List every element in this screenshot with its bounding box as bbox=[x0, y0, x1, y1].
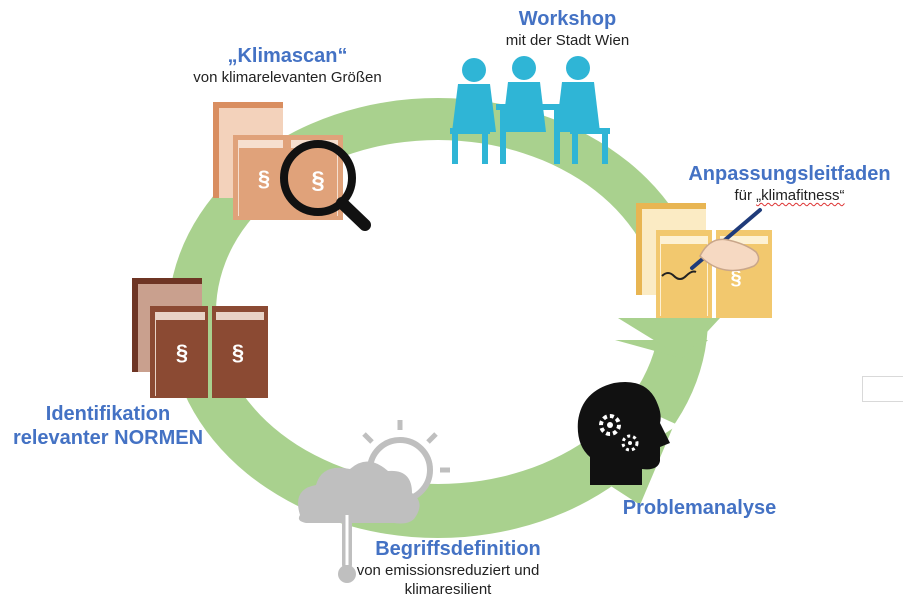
step-title: „Klimascan“ bbox=[227, 45, 348, 67]
book-glyph: § bbox=[232, 340, 244, 365]
book-glyph: § bbox=[730, 267, 741, 289]
law-book-icon: § § bbox=[132, 278, 268, 398]
law-book-pen-icon: § bbox=[636, 203, 772, 318]
step-problemanalyse: Problemanalyse bbox=[612, 496, 787, 520]
step-subtitle: von emissionsreduziert und bbox=[356, 562, 540, 579]
step-subtitle: für „klimafitness“ bbox=[682, 186, 897, 205]
step-workshop: Workshop mit der Stadt Wien bbox=[480, 7, 655, 50]
step-subtitle: mit der Stadt Wien bbox=[505, 32, 630, 49]
book-glyph: § bbox=[176, 340, 188, 365]
law-book-magnifier-icon: § § bbox=[213, 102, 371, 231]
step-title: Workshop bbox=[518, 8, 617, 30]
head-gears-icon bbox=[577, 381, 670, 485]
book-glyph: § bbox=[258, 166, 270, 191]
step-title: Problemanalyse bbox=[622, 497, 777, 519]
step-subtitle: von klimarelevanten Größen bbox=[193, 69, 382, 86]
step-title: Anpassungsleitfaden bbox=[688, 163, 891, 185]
empty-box bbox=[862, 376, 903, 402]
book-glyph: § bbox=[311, 167, 324, 194]
step-klimascan: „Klimascan“ von klimarelevanten Größen bbox=[170, 44, 405, 87]
step-title: Identifikation bbox=[45, 403, 171, 425]
subtitle-quoted: „klimafitness“ bbox=[756, 187, 845, 204]
subtitle-prefix: für bbox=[734, 187, 757, 204]
step-identifikation: Identifikation relevanter NORMEN bbox=[2, 402, 214, 450]
step-begriffsdefinition: Begriffsdefinition von emissionsreduzier… bbox=[332, 537, 564, 599]
step-leitfaden: Anpassungsleitfaden für „klimafitness“ bbox=[682, 162, 897, 205]
step-subtitle: klimaresilient bbox=[404, 581, 492, 598]
step-title: relevanter NORMEN bbox=[12, 427, 204, 449]
cloud-sun-thermometer-icon bbox=[298, 420, 450, 583]
step-title: Begriffsdefinition bbox=[375, 538, 541, 560]
meeting-people-icon bbox=[450, 56, 610, 164]
